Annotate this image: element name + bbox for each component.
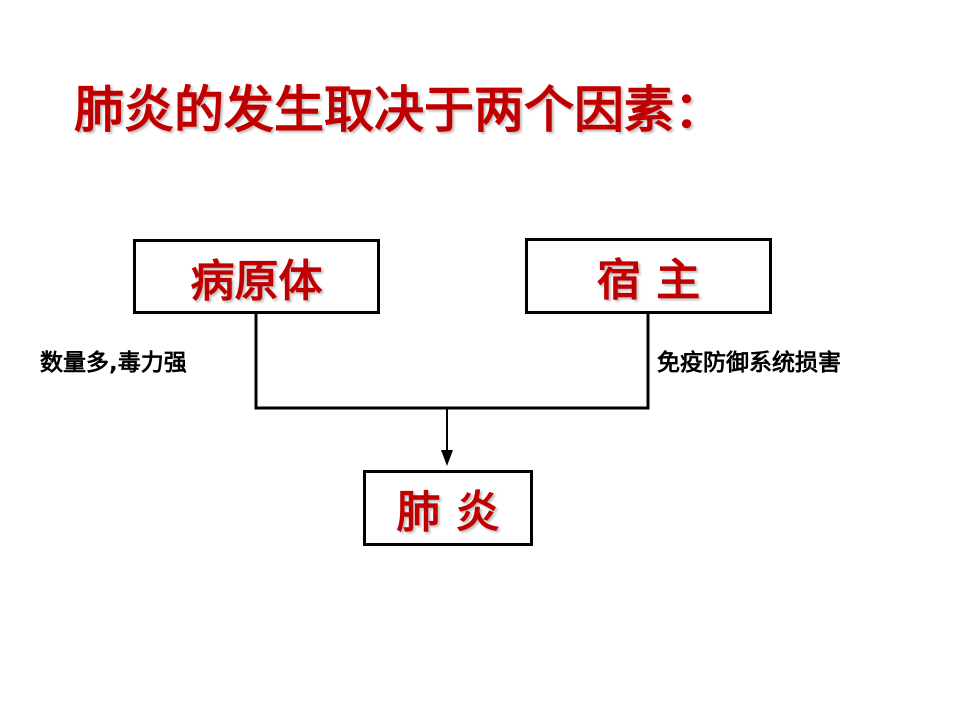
host-factor-label: 免疫防御系统损害	[657, 350, 841, 376]
arrowhead-icon	[441, 450, 453, 466]
pneumonia-box-label: 肺 炎	[396, 487, 500, 538]
host-box-label: 宿 主	[596, 255, 701, 306]
pneumonia-box: 肺 炎	[363, 470, 533, 546]
slide-title: 肺炎的发生取决于两个因素：	[74, 81, 724, 139]
pathogen-box: 病原体	[133, 239, 380, 314]
pathogen-box-label: 病原体	[190, 255, 323, 307]
pathogen-factor-label: 数量多,毒力强	[40, 350, 187, 376]
host-box: 宿 主	[525, 238, 772, 314]
